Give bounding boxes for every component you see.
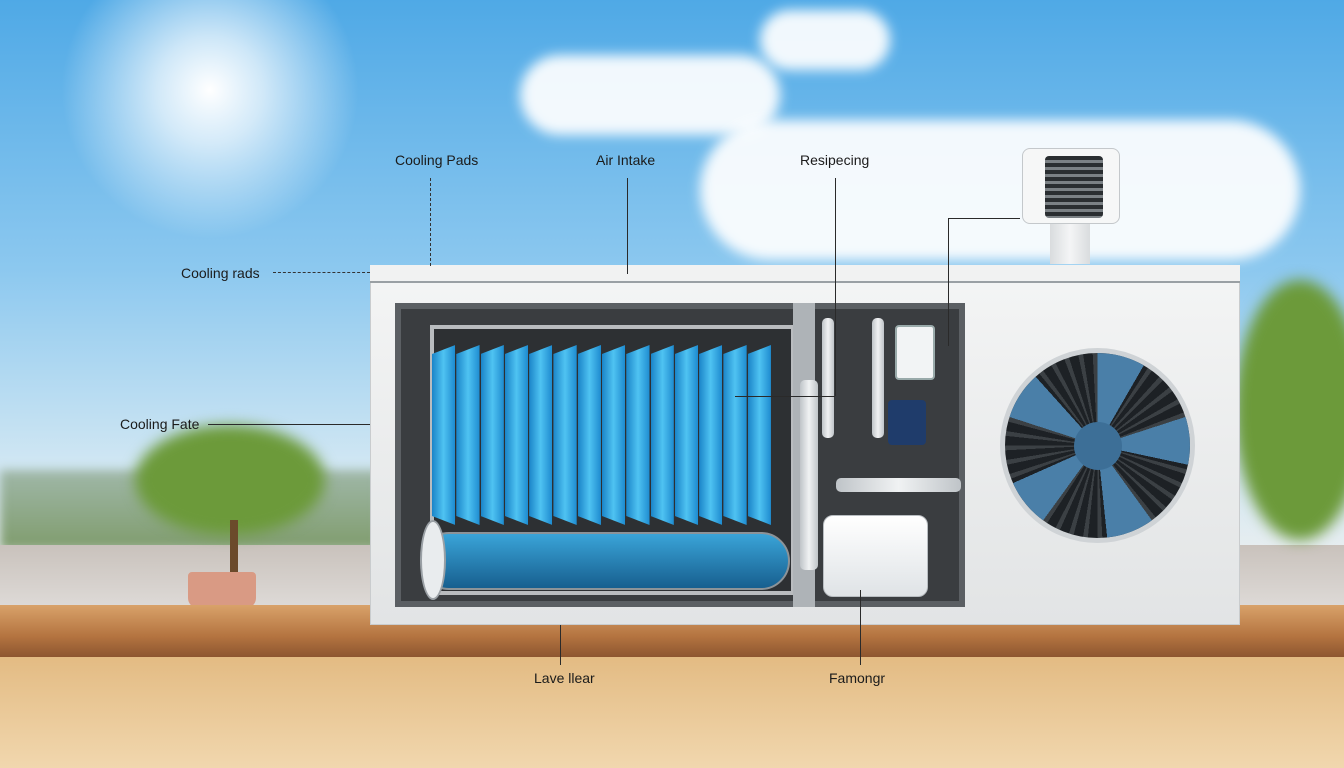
leader-line (430, 178, 431, 266)
label-resipecing: Resipecing (800, 152, 870, 168)
plant (135, 425, 325, 535)
leader-line (627, 178, 628, 274)
vent-stand (1050, 224, 1090, 264)
label-air-intake: Air Intake (596, 152, 656, 168)
water-tank (420, 532, 790, 590)
cloud (520, 55, 780, 135)
label-cooling-rads: Cooling rads (181, 265, 260, 281)
control-display (895, 325, 935, 380)
cloud (760, 10, 890, 70)
label-lave-llear: Lave llear (534, 670, 595, 686)
floor (0, 657, 1344, 768)
pipe (822, 318, 834, 438)
pipe (872, 318, 884, 438)
leader-line (948, 218, 949, 346)
leader-line (948, 218, 1020, 219)
cloud (700, 120, 1300, 260)
label-cooling-pads: Cooling Pads (395, 152, 479, 168)
leader-line (860, 590, 861, 665)
plant-trunk (230, 520, 238, 575)
cooler-lid (370, 265, 1240, 283)
vent-grille (1045, 156, 1103, 218)
pipe (800, 380, 818, 570)
bush (1235, 280, 1344, 540)
cooling-pads (432, 345, 772, 525)
control-module (888, 400, 926, 445)
label-famongr: Famongr (829, 670, 886, 686)
plant-pot (188, 572, 256, 608)
leader-line (835, 178, 836, 396)
fan-hub (1074, 422, 1122, 470)
label-cooling-fate: Cooling Fate (120, 416, 200, 432)
leader-line (273, 272, 370, 273)
sun-glow (60, 0, 360, 240)
leader-line (208, 424, 370, 425)
leader-line (560, 625, 561, 665)
water-pump (823, 515, 928, 597)
pipe (836, 478, 961, 492)
leader-line (735, 396, 835, 397)
tank-cap (420, 520, 446, 600)
